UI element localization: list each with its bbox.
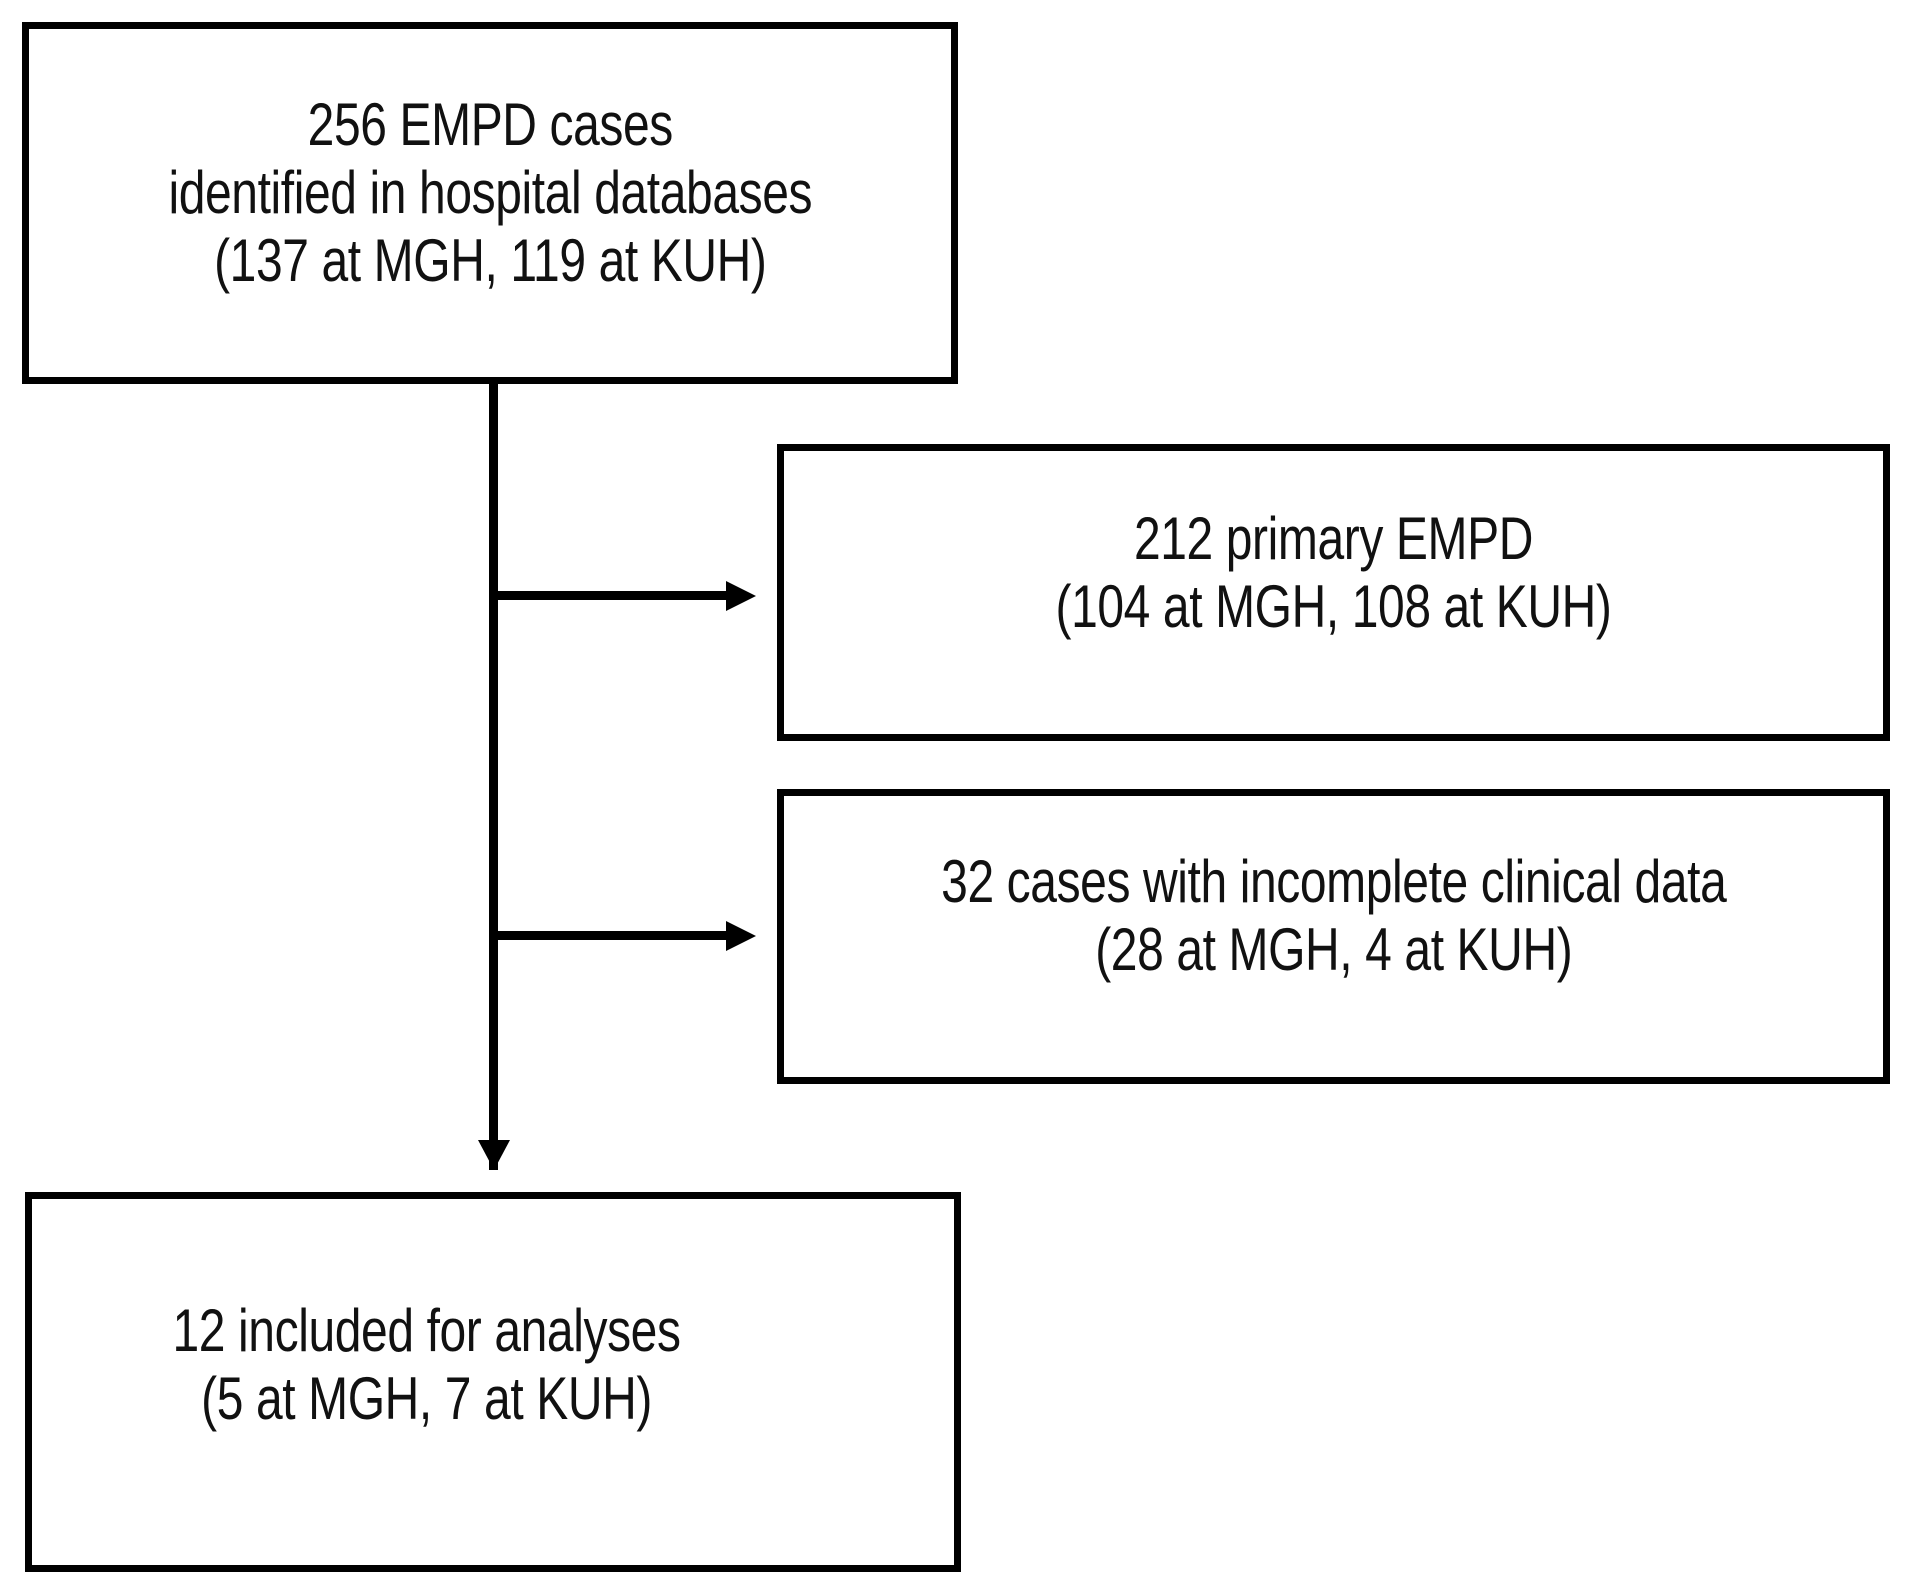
node-source-label: 256 EMPD cases identified in hospital da… <box>168 91 812 294</box>
connector-trunk-vertical <box>489 384 498 1170</box>
flowchart-node-primary: 212 primary EMPD (104 at MGH, 108 at KUH… <box>777 444 1890 741</box>
node-incomplete-label: 32 cases with incomplete clinical data (… <box>940 848 1727 983</box>
node-included-label: 12 included for analyses (5 at MGH, 7 at… <box>172 1297 682 1432</box>
arrowhead-right-icon-incomplete <box>726 921 756 951</box>
arrowhead-right-icon-primary <box>726 581 756 611</box>
flowchart-node-included: 12 included for analyses (5 at MGH, 7 at… <box>25 1192 961 1572</box>
connector-branch-primary <box>489 591 731 600</box>
arrowhead-down-icon-included <box>478 1140 510 1170</box>
connector-branch-incomplete <box>489 931 731 940</box>
flowchart-node-source: 256 EMPD cases identified in hospital da… <box>22 22 958 384</box>
flowchart-node-incomplete: 32 cases with incomplete clinical data (… <box>777 789 1890 1084</box>
node-primary-label: 212 primary EMPD (104 at MGH, 108 at KUH… <box>1055 505 1612 640</box>
